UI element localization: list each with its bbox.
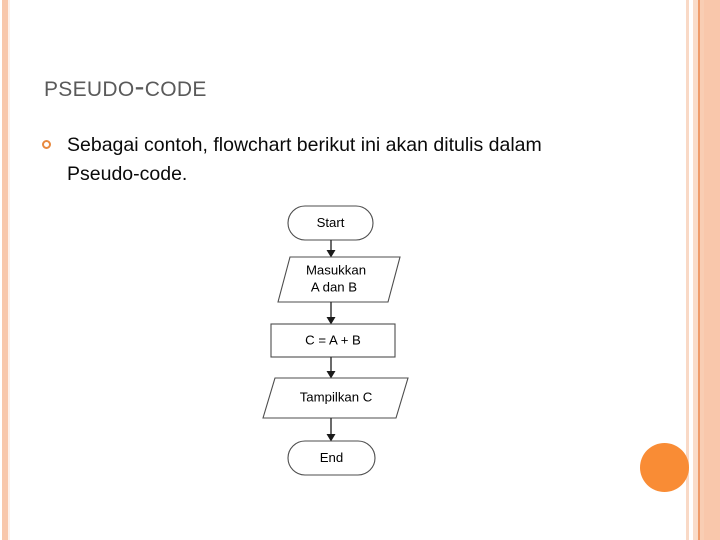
- right-edge-stripe-4: [700, 0, 704, 540]
- orange-circle-decoration: [640, 443, 689, 492]
- flow-node-output: Tampilkan C: [262, 377, 409, 419]
- flow-edge-start-input: [326, 240, 336, 258]
- flow-node-input-label-line1: Masukkan: [306, 262, 366, 277]
- flow-node-start: Start: [287, 205, 374, 241]
- flow-node-end: End: [287, 440, 376, 476]
- flowchart-diagram: Start Masukkan A dan B C = A + B: [248, 200, 424, 485]
- flow-node-end-label: End: [320, 450, 343, 465]
- flow-node-process-label: C = A + B: [305, 332, 361, 347]
- page-title: Pseudo-code: [44, 70, 207, 103]
- terminator-shape: [287, 440, 376, 476]
- flow-edge-proc-output: [326, 357, 336, 379]
- arrowhead-icon: [326, 317, 336, 325]
- parallelogram-shape: [262, 377, 409, 419]
- list-item-label: Sebagai contoh, flowchart berikut ini ak…: [67, 134, 542, 185]
- flow-node-start-label: Start: [317, 215, 345, 230]
- hollow-circle-bullet-icon: [42, 140, 51, 149]
- arrowhead-icon: [326, 434, 336, 442]
- left-edge-stripe-faint: [8, 0, 10, 540]
- left-edge-stripe: [2, 0, 8, 540]
- flow-node-input: Masukkan A dan B: [277, 256, 401, 303]
- right-edge-stripe-1: [686, 0, 689, 540]
- flow-edge-output-end: [326, 418, 336, 442]
- arrowhead-icon: [326, 371, 336, 379]
- right-edge-stripe-3: [698, 0, 700, 540]
- list-item: Sebagai contoh, flowchart berikut ini ak…: [42, 131, 602, 189]
- parallelogram-shape: [277, 256, 401, 303]
- flowchart-svg: Start Masukkan A dan B C = A + B: [262, 205, 409, 476]
- right-edge-stripe-2: [693, 0, 698, 540]
- flow-node-process: C = A + B: [270, 323, 396, 358]
- flow-node-input-label-line2: A dan B: [311, 279, 357, 294]
- right-edge-stripe-5: [704, 0, 720, 540]
- flow-edge-input-proc: [326, 302, 336, 325]
- arrowhead-icon: [326, 250, 336, 258]
- process-rect-shape: [270, 323, 396, 358]
- flow-node-output-label: Tampilkan C: [300, 389, 373, 404]
